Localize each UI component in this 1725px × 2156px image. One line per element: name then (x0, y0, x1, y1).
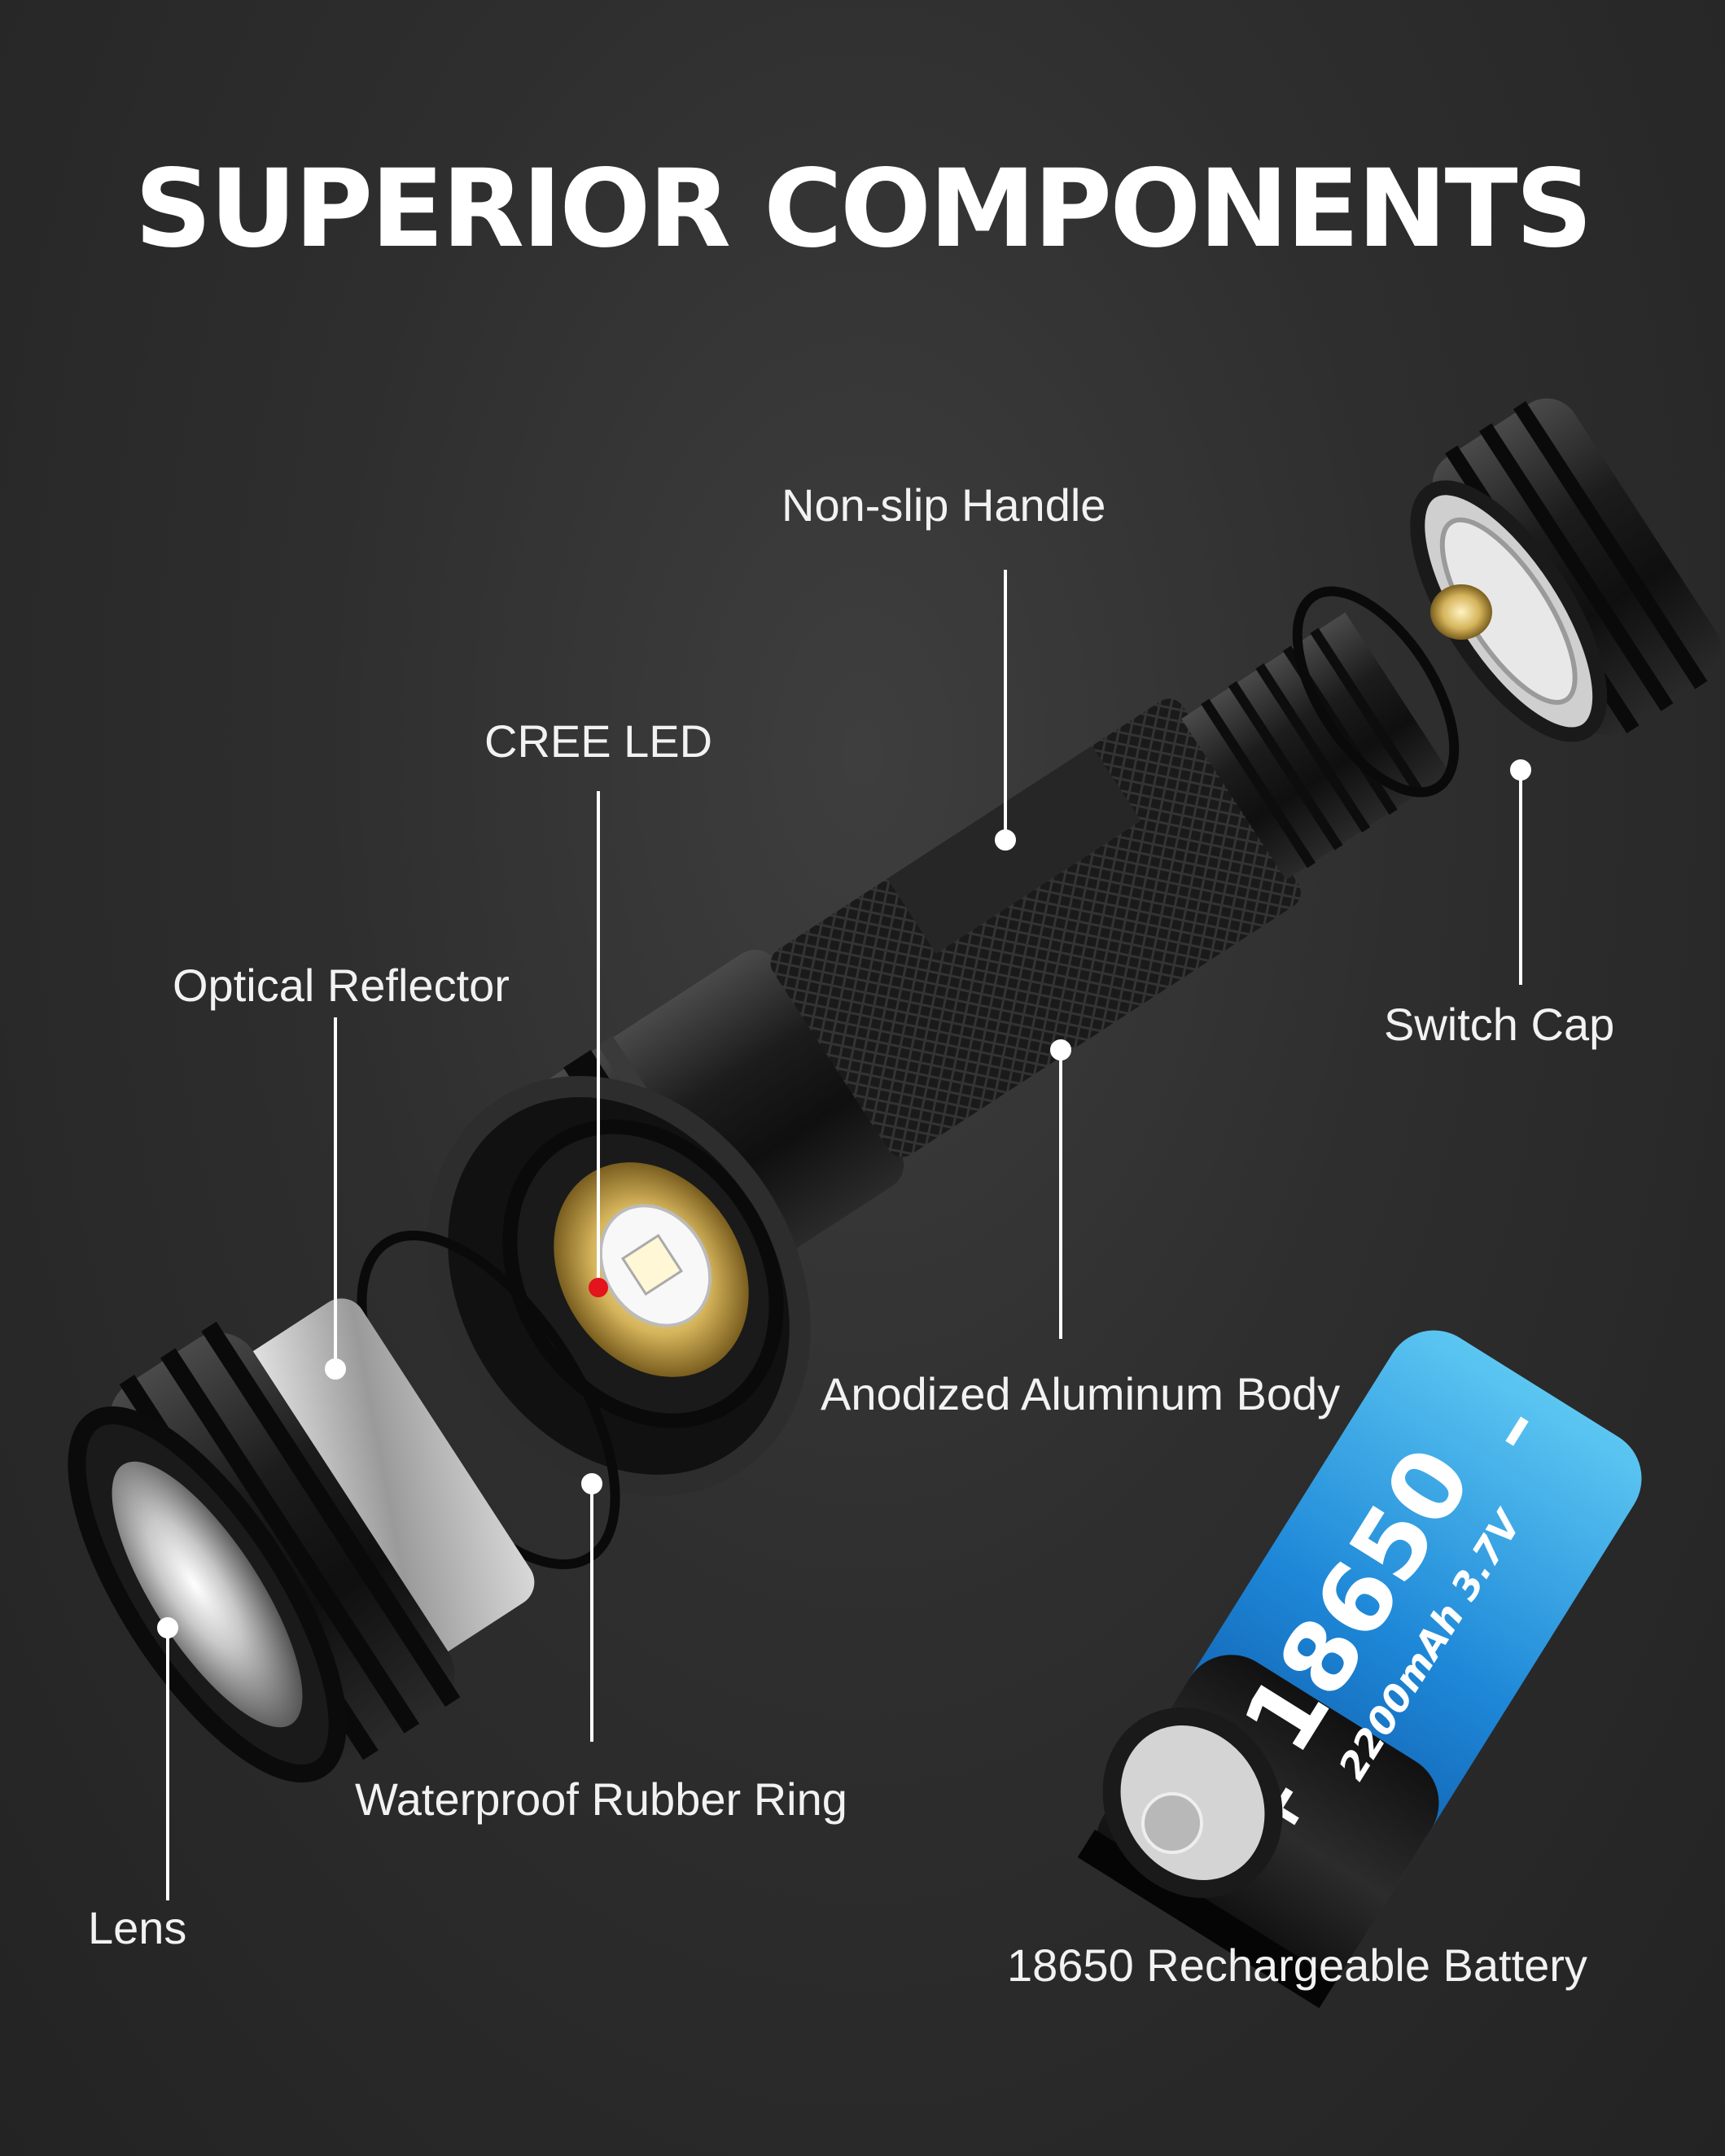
battery-terminal-nub (1141, 1792, 1203, 1854)
switch-cap-part (1410, 398, 1722, 742)
switch-contact (1430, 584, 1492, 640)
label-waterproof-ring: Waterproof Rubber Ring (355, 1773, 847, 1825)
bezel-head-part (68, 1298, 535, 1783)
page-title: SUPERIOR COMPONENTS (134, 147, 1592, 272)
leader-switch-cap (1510, 759, 1531, 985)
leader-non-slip-handle (995, 570, 1016, 851)
label-optical-reflector: Optical Reflector (173, 960, 510, 1011)
label-non-slip-handle: Non-slip Handle (782, 479, 1106, 531)
label-anodized-body: Anodized Aluminum Body (821, 1368, 1341, 1419)
cree-led-marker (589, 1278, 608, 1297)
label-cree-led: CREE LED (484, 715, 713, 767)
label-switch-cap: Switch Cap (1384, 999, 1615, 1050)
leader-waterproof-ring (581, 1473, 602, 1742)
leader-lens (157, 1617, 178, 1900)
led-head-face (427, 1076, 811, 1496)
label-lens: Lens (88, 1902, 187, 1953)
label-battery: 18650 Rechargeable Battery (1007, 1940, 1587, 1991)
leader-anodized-body (1050, 1039, 1071, 1339)
leader-optical-reflector (325, 1017, 346, 1380)
tail-o-ring (1292, 586, 1460, 798)
